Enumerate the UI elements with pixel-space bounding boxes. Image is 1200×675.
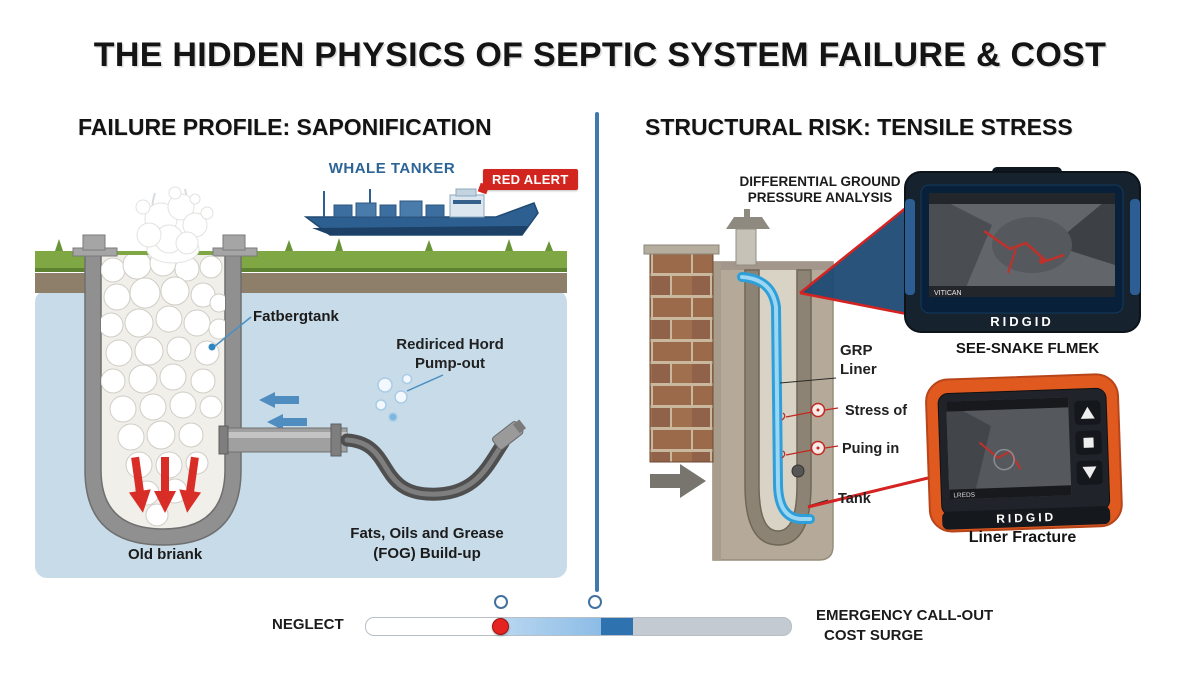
- see-snake-caption: SEE-SNAKE FLMEK: [955, 340, 1100, 357]
- handheld-screen-text: LREDS: [953, 492, 976, 500]
- whale-tanker-ship: [303, 188, 539, 236]
- red-downward-arrows: [128, 456, 202, 513]
- monitor-screen: VITICAN: [929, 193, 1115, 297]
- pump-out-line1: Rediriced Hord: [396, 336, 504, 353]
- slider-segment-lightblue: [501, 618, 601, 635]
- tanker-superstructure: [449, 188, 485, 218]
- handheld-brand-text: RIDGID: [996, 510, 1056, 526]
- pump-out-label: Rediriced Hord Pump-out: [385, 335, 515, 373]
- whale-tanker-label: WHALE TANKER: [328, 160, 456, 177]
- fog-line2: (FOG) Build-up: [373, 545, 481, 562]
- handheld-screen: LREDS: [946, 397, 1072, 500]
- water-droplets: [375, 373, 413, 422]
- stress-indicators: [781, 402, 839, 459]
- grp-line1: GRP: [840, 342, 873, 359]
- emergency-line1: EMERGENCY CALL-OUT: [816, 607, 994, 624]
- panel-divider: [595, 112, 599, 592]
- liner-fracture-caption: Liner Fracture: [968, 529, 1077, 546]
- pressure-line2: PRESSURE ANALYSIS: [747, 190, 893, 205]
- discharge-pipe: [218, 423, 348, 457]
- backflow-arrows: [259, 392, 307, 430]
- fatberg-tank-label: Fatbergtank: [253, 308, 339, 325]
- slider-segment-white: [366, 618, 501, 635]
- red-alert-badge: RED ALERT: [477, 169, 578, 195]
- slider-marker-circle-2: [588, 595, 602, 609]
- left-panel-heading: FAILURE PROFILE: SAPONIFICATION: [78, 114, 492, 140]
- fog-label: Fats, Oils and Grease (FOG) Build-up: [338, 524, 516, 564]
- grass-tufts: [55, 238, 553, 251]
- pressure-line1: DIFFERENTIAL GROUND: [739, 174, 901, 189]
- brick-wall: [643, 244, 720, 463]
- page-title: THE HIDDEN PHYSICS OF SEPTIC SYSTEM FAIL…: [93, 36, 1107, 74]
- handheld-inspection-device: LREDS RIDGID: [925, 373, 1123, 533]
- pump-out-line2: Pump-out: [415, 355, 485, 372]
- ground-pressure-arrow: [650, 464, 706, 498]
- slider-handle-dot: [492, 618, 509, 635]
- cost-surge-slider-track: [365, 617, 792, 636]
- neglect-label: NEGLECT: [272, 616, 344, 633]
- red-alert-badge-text: RED ALERT: [483, 169, 578, 190]
- monitor-screen-text: VITICAN: [934, 290, 962, 297]
- slider-segment-gray: [633, 618, 791, 635]
- fog-line1: Fats, Oils and Grease: [350, 525, 504, 542]
- tanker-cargo: [333, 200, 445, 218]
- camera-head-icon: [791, 464, 805, 478]
- see-snake-monitor-device: VITICAN RIDGID: [904, 167, 1141, 333]
- old-tank-label: Old briank: [128, 546, 203, 563]
- tank-caps: [72, 234, 258, 257]
- emergency-label: EMERGENCY CALL-OUT COST SURGE: [816, 606, 993, 646]
- pump-hose: [340, 419, 527, 501]
- pulling-label: Puing in: [842, 441, 900, 457]
- slider-marker-circle-1: [494, 595, 508, 609]
- grp-liner-pipe: [737, 272, 815, 524]
- label-connectors: [214, 316, 444, 392]
- stress-label: Stress of: [845, 403, 908, 419]
- splash: [135, 186, 214, 264]
- right-panel-heading: STRUCTURAL RISK: TENSILE STRESS: [645, 114, 1073, 140]
- tanker-masts: [323, 189, 371, 217]
- monitor-brand-text: RIDGID: [990, 314, 1054, 329]
- septic-tank-scene: [35, 186, 567, 578]
- slider-segment-blue: [601, 618, 633, 635]
- red-connectors: [799, 202, 929, 509]
- pressure-analysis-label: DIFFERENTIAL GROUND PRESSURE ANALYSIS: [720, 174, 920, 206]
- callout-wedge: [800, 203, 912, 315]
- handheld-buttons: [1074, 400, 1103, 485]
- structural-risk-scene: VITICAN RIDGID LREDS: [643, 167, 1141, 561]
- emergency-line2: COST SURGE: [824, 627, 924, 644]
- grp-liner-label: GRP Liner: [840, 341, 877, 379]
- vent-stack-icon: [726, 209, 770, 266]
- grp-line2: Liner: [840, 361, 877, 378]
- tanker-hull: [303, 202, 539, 236]
- tank-label: Tank: [838, 491, 871, 507]
- connector-dot: [208, 343, 216, 351]
